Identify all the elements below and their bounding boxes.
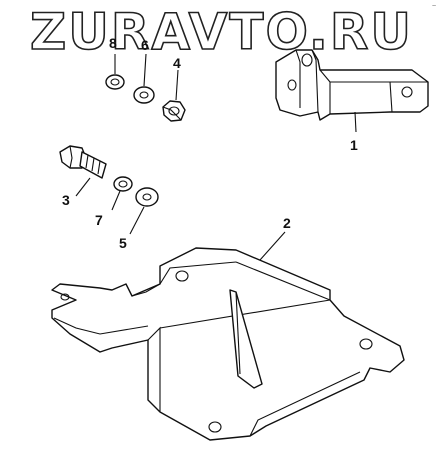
- callout-4: 4: [173, 55, 181, 71]
- corner-mark: ~: [432, 3, 436, 10]
- callout-6: 6: [141, 37, 149, 53]
- callout-8: 8: [109, 35, 117, 51]
- part-8-washer: [105, 74, 125, 90]
- part-3-bolt: [59, 145, 107, 179]
- callout-7: 7: [95, 212, 103, 228]
- callout-2: 2: [283, 215, 291, 231]
- callout-5: 5: [119, 235, 127, 251]
- watermark-text: ZURAVTO.RU: [30, 3, 413, 61]
- callout-1: 1: [350, 137, 358, 153]
- part-7-lock-washer: [113, 176, 133, 192]
- part-5-washer: [135, 187, 159, 207]
- part-1-bracket: [275, 49, 429, 121]
- leader-lines: [75, 53, 357, 261]
- part-6-washer: [133, 86, 155, 104]
- part-2-plate: [51, 247, 405, 441]
- part-4-nut: [162, 100, 186, 122]
- callout-3: 3: [62, 192, 70, 208]
